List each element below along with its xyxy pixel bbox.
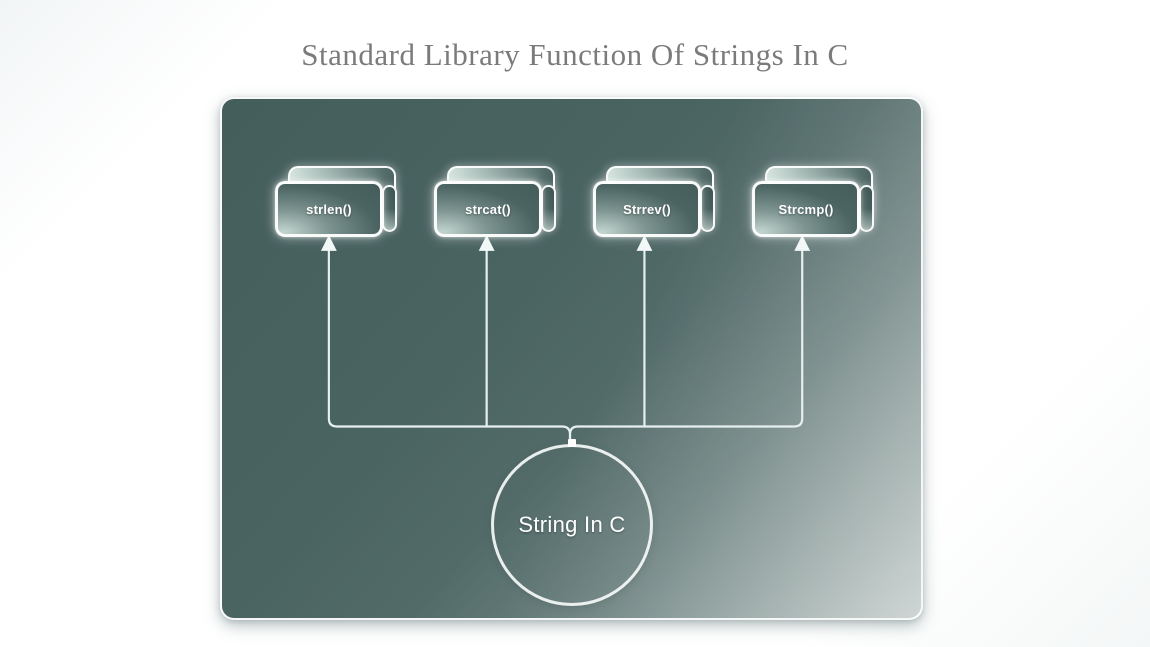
arrowhead-up-icon [636, 234, 653, 251]
box-side-layer [382, 185, 397, 232]
arrowhead-up-icon [794, 234, 811, 251]
function-box-strrev: Strrev() [593, 166, 715, 237]
box-front-layer: strlen() [275, 181, 383, 237]
function-label: strlen() [306, 201, 352, 217]
center-node-label: String In C [518, 512, 626, 537]
box-side-layer [859, 185, 874, 232]
diagram-title: Standard Library Function Of Strings In … [301, 37, 849, 72]
box-side-layer [541, 185, 556, 232]
box-front-layer: Strcmp() [752, 181, 860, 237]
box-front-layer: Strrev() [593, 181, 701, 237]
box-side-layer [700, 185, 715, 232]
function-box-strcat: strcat() [434, 166, 556, 237]
function-label: Strcmp() [778, 201, 834, 217]
function-box-strlen: strlen() [275, 166, 397, 237]
connector-line-left [327, 247, 572, 445]
diagram-panel: strlen() strcat() Strrev() Strcmp() [220, 97, 923, 620]
center-node-circle: String In C [491, 444, 653, 606]
junction-node [568, 439, 576, 447]
arrowhead-up-icon [478, 234, 495, 251]
box-front-layer: strcat() [434, 181, 542, 237]
function-box-strcmp: Strcmp() [752, 166, 874, 237]
arrowhead-up-icon [320, 234, 337, 251]
function-label: Strrev() [623, 201, 671, 217]
function-label: strcat() [465, 201, 511, 217]
connector-line-right [568, 247, 804, 445]
